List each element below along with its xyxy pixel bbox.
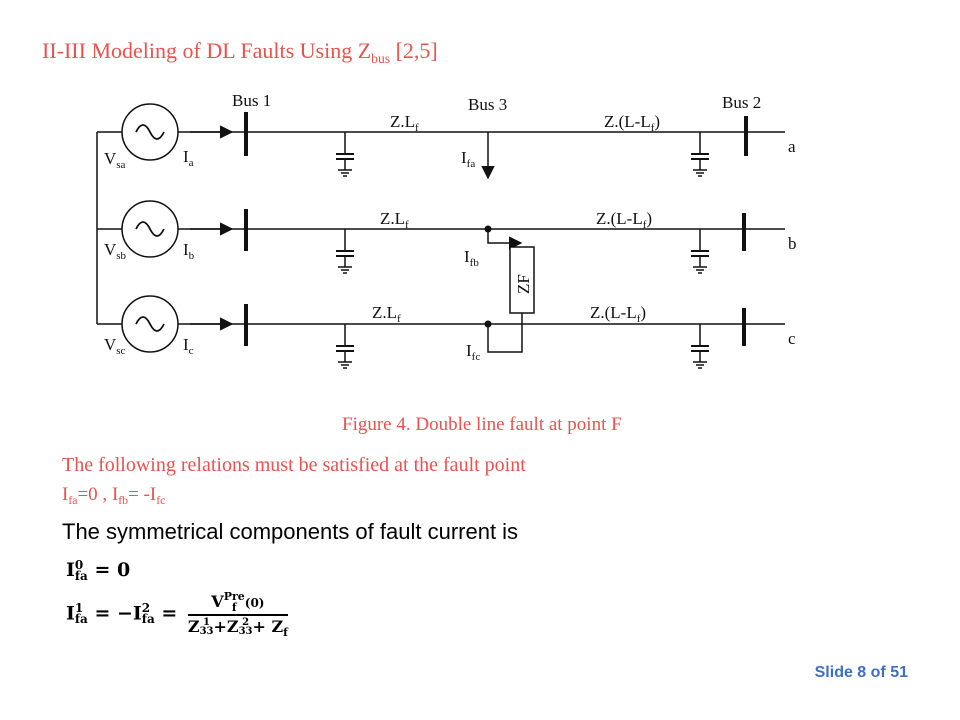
impedance-b-right-label: Z.(L-Lf) — [596, 209, 652, 231]
source-b-voltage-label: Vsb — [104, 240, 127, 262]
phase-c — [97, 295, 785, 369]
fault-current-c-label: Ifc — [466, 341, 480, 363]
symmetrical-components-text: The symmetrical components of fault curr… — [62, 519, 519, 544]
title-reference: [2,5] — [390, 38, 438, 63]
source-a-voltage-label: Vsa — [104, 149, 126, 171]
impedance-c-left-label: Z.Lf — [372, 303, 401, 325]
bus3-label: Bus 3 — [468, 95, 507, 114]
capacitor-c-left — [335, 323, 355, 369]
bus2-label: Bus 2 — [722, 93, 761, 112]
capacitor-a-right — [690, 131, 710, 177]
source-c-current-label: Ic — [183, 335, 194, 357]
source-b-current-label: Ib — [183, 240, 195, 262]
phase-b-label: b — [788, 234, 797, 253]
phase-a-label: a — [788, 137, 796, 156]
capacitor-a-left — [335, 131, 355, 177]
fault-current-b-arrow — [487, 229, 523, 250]
impedance-a-left-label: Z.Lf — [390, 112, 419, 134]
figure-caption: Figure 4. Double line fault at point F — [342, 414, 622, 435]
fault-impedance-box — [509, 246, 535, 314]
bus1-label: Bus 1 — [232, 91, 271, 110]
slide-number: Slide 8 of 51 — [814, 664, 908, 681]
phase-a — [97, 103, 785, 180]
capacitor-b-left — [335, 228, 355, 274]
title-text: II-III Modeling of DL Faults Using Z — [42, 38, 372, 63]
capacitor-c-right — [690, 323, 710, 369]
fault-current-b-label: Ifb — [464, 247, 479, 269]
title-subscript: bus — [371, 50, 391, 66]
phase-b — [97, 200, 785, 274]
impedance-c-right-label: Z.(L-Lf) — [590, 303, 646, 325]
impedance-a-right-label: Z.(L-Lf) — [604, 112, 660, 134]
fault-current-c-path — [487, 313, 523, 353]
relations-text: The following relations must be satisfie… — [62, 454, 526, 476]
impedance-b-left-label: Z.Lf — [380, 209, 409, 231]
fault-impedance-label: ZF — [514, 274, 533, 294]
source-a-current-label: Ia — [183, 147, 194, 169]
fault-condition: Ifa=0 , Ifb= -Ifc — [62, 484, 166, 508]
capacitor-b-right — [690, 228, 710, 274]
slide-title: II-III Modeling of DL Faults Using Zbus … — [42, 38, 438, 66]
fault-current-a-label: Ifa — [461, 148, 475, 170]
phase-c-label: c — [788, 329, 796, 348]
source-c-voltage-label: Vsc — [104, 335, 126, 357]
